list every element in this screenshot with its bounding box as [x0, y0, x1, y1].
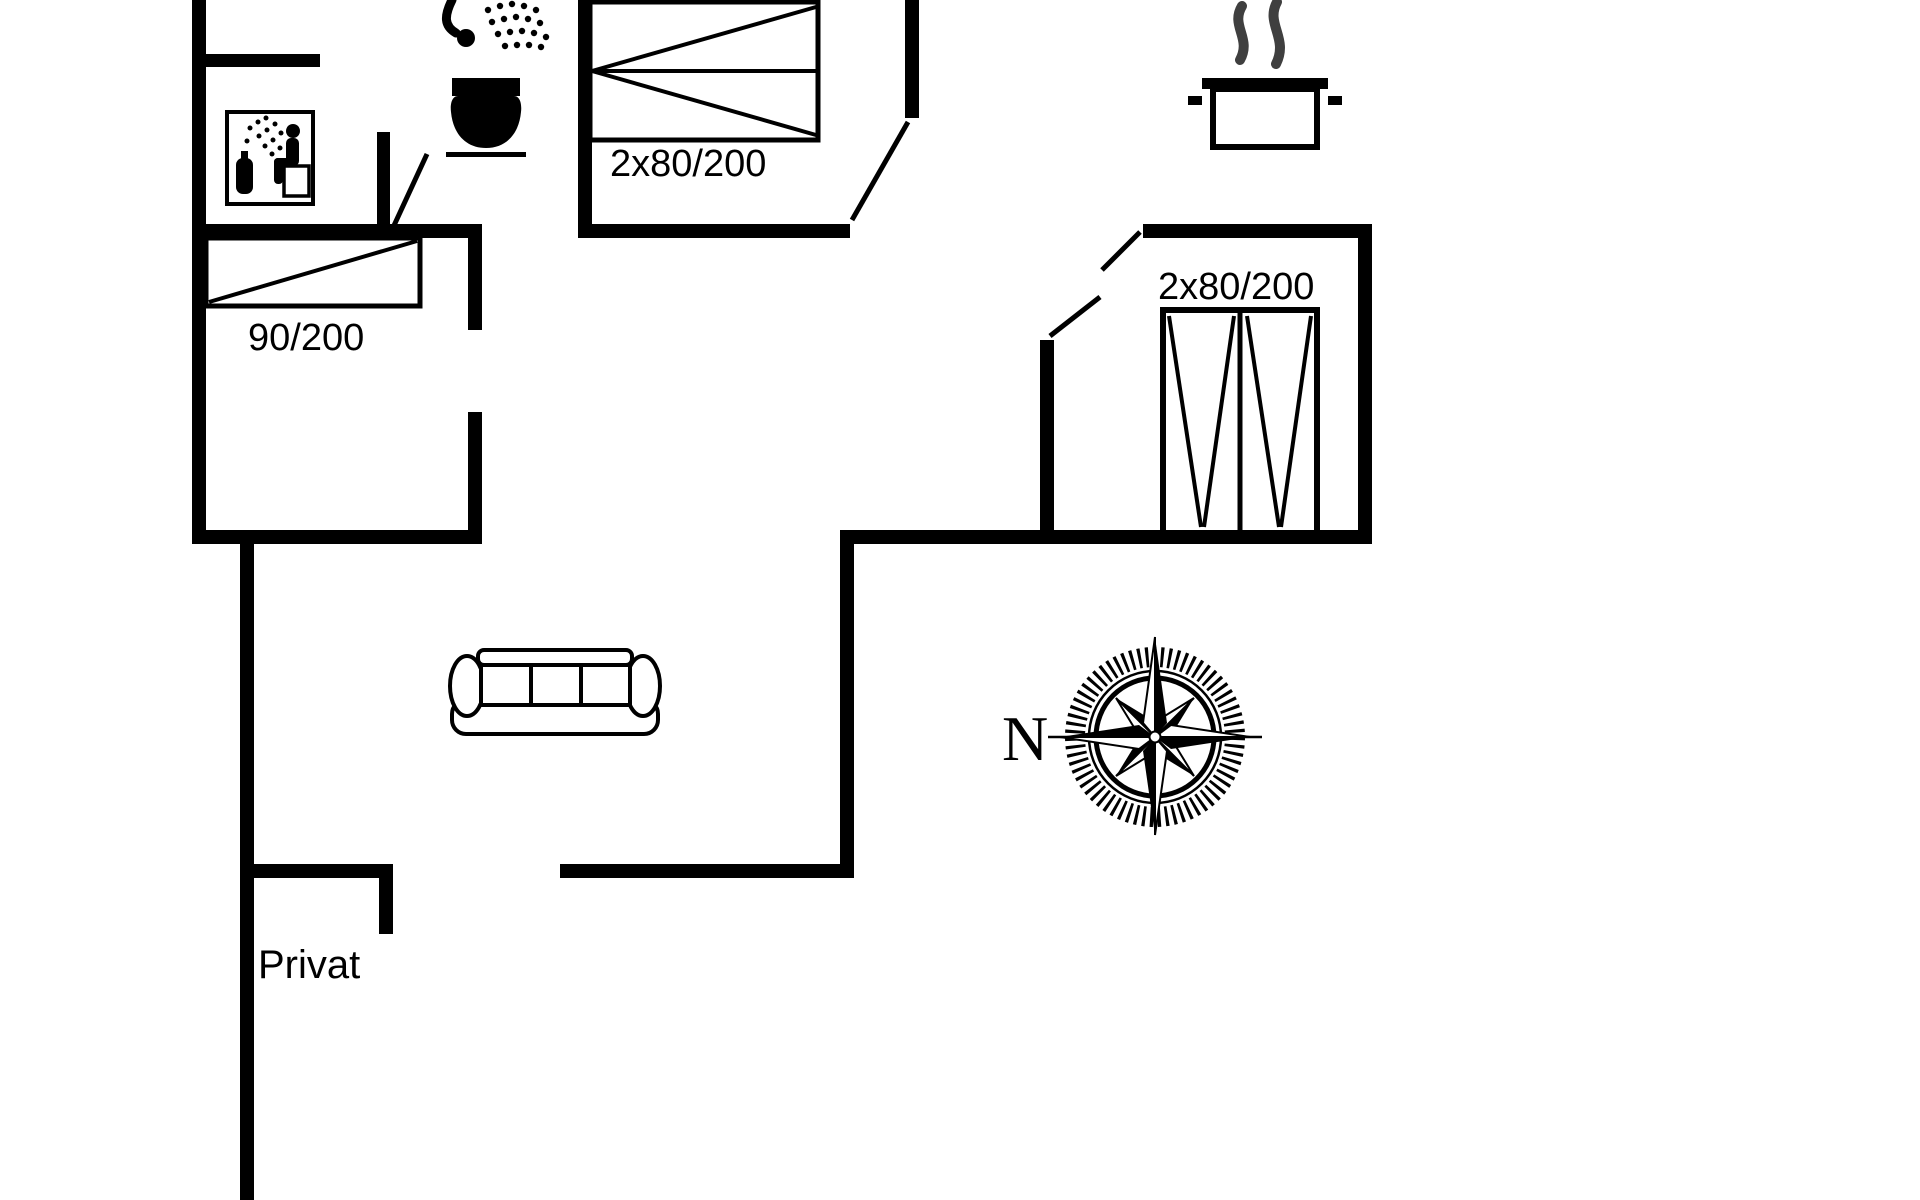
- bed-left-label: 90/200: [248, 317, 364, 359]
- shower-spray-dots: [484, 0, 550, 51]
- wall-interior-upper: [468, 224, 482, 330]
- bed-right-v2b: [1279, 315, 1313, 528]
- bed-right-v1a: [1167, 315, 1203, 528]
- wall-bedroom-top-right-stub: [905, 0, 919, 118]
- toilet-bowl: [450, 96, 522, 148]
- steam-wisp-2: [1268, 0, 1285, 69]
- door-swing-bedroom-right: [1048, 295, 1102, 338]
- pot-rim: [1202, 78, 1328, 89]
- bed-right-label: 2x80/200: [1158, 266, 1314, 308]
- pot-handle-left: [1188, 96, 1202, 105]
- toilet-icon: [446, 78, 526, 157]
- wall-living-bottom: [560, 864, 854, 878]
- wall-bathroom-partition: [377, 132, 390, 236]
- door-swing-bedroom-top: [849, 120, 911, 222]
- wall-interior-lower: [468, 412, 482, 544]
- door-swing-bathroom: [388, 152, 430, 234]
- bed-right-v2a: [1245, 315, 1281, 528]
- bed-top-middle: 2x80/200: [587, 0, 821, 185]
- compass-intercardinal-points: [1115, 697, 1195, 777]
- private-area-label: Privat: [258, 943, 360, 987]
- sofa-cushion-2: [529, 663, 583, 707]
- sauna-pictogram: [225, 110, 315, 206]
- walls: [192, 0, 1372, 1200]
- sauna-stove-nozzle: [241, 151, 248, 160]
- compass-center-dot: [1148, 730, 1162, 744]
- bed-left: 90/200: [203, 235, 423, 359]
- door-swings: [388, 120, 1142, 338]
- shower-head: [457, 29, 475, 47]
- shower-spray-icon: [442, 0, 550, 51]
- compass-north-label: N: [1002, 703, 1048, 774]
- compass-cardinal-points: [1059, 636, 1251, 836]
- shower-pipe: [442, 0, 461, 38]
- bed-right: 2x80/200: [1158, 266, 1320, 536]
- sauna-bench: [282, 164, 311, 198]
- wall-right-outer: [1358, 224, 1372, 544]
- sofa-icon: [448, 648, 662, 736]
- bed-top-label: 2x80/200: [610, 143, 766, 185]
- pot-handle-right: [1328, 96, 1342, 105]
- sauna-person: [274, 124, 300, 184]
- sofa-cushion-1: [479, 663, 533, 707]
- toilet-cistern: [452, 78, 520, 96]
- cooking-pot-icon: [1188, 0, 1342, 150]
- wall-entry-stub: [192, 54, 320, 67]
- steam-wisp-1: [1233, 1, 1249, 65]
- wall-bedroom-left-bottom: [192, 530, 482, 544]
- wall-left-outer: [192, 0, 206, 544]
- wall-left-lower: [240, 537, 254, 1200]
- wall-living-left: [840, 530, 854, 878]
- bed-top-diagonal-2: [591, 69, 817, 137]
- bed-top-diagonal-1: [591, 5, 817, 73]
- wall-bathroom-bedroom-divider: [192, 224, 482, 238]
- door-swing-kitchen: [1100, 230, 1142, 272]
- wall-kitchen-bedroom-divider: [1143, 224, 1372, 238]
- sofa-cushion-3: [579, 663, 632, 707]
- compass-rose-icon: N: [1002, 636, 1262, 836]
- pot-body: [1210, 86, 1320, 150]
- wall-terrace-side: [379, 864, 393, 934]
- sauna-spray-dots: [244, 115, 284, 157]
- bed-left-diagonal: [208, 239, 418, 304]
- wall-hall-divider: [1040, 340, 1054, 544]
- bed-right-v1b: [1202, 315, 1236, 528]
- sofa-back: [476, 648, 634, 667]
- wall-bedroom-top-bottom: [578, 224, 850, 238]
- wall-terrace-top: [253, 864, 393, 878]
- sauna-stove: [236, 158, 253, 194]
- toilet-base-line: [446, 152, 526, 157]
